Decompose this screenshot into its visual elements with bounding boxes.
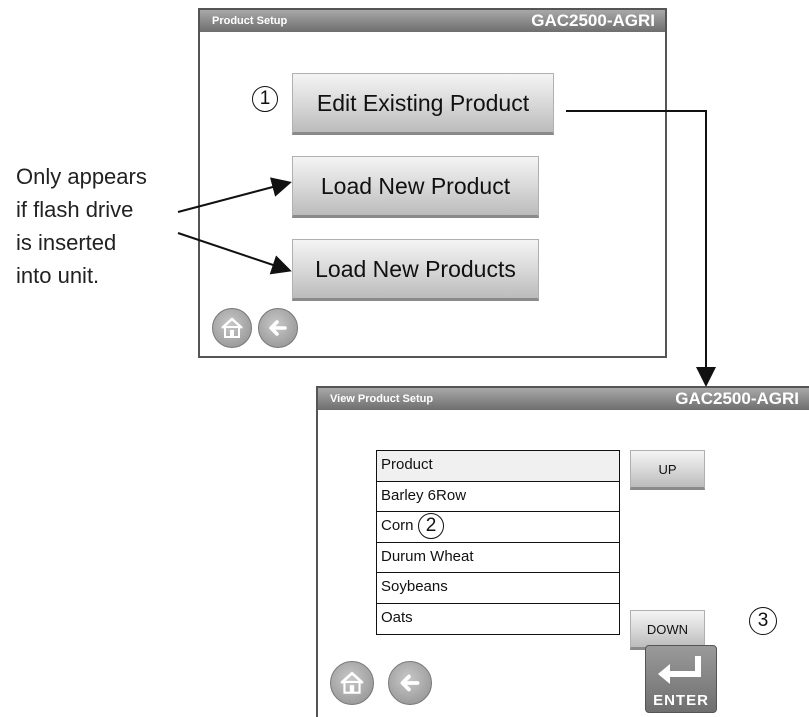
- step-1-marker: 1: [252, 86, 278, 112]
- model-name: GAC2500-AGRI: [531, 11, 655, 30]
- load-new-product-button[interactable]: Load New Product: [292, 156, 539, 218]
- model-name: GAC2500-AGRI: [675, 389, 799, 408]
- down-label: DOWN: [646, 621, 689, 637]
- flow-connector: [566, 110, 716, 387]
- back-arrow-icon: [269, 320, 287, 336]
- screen-title: View Product Setup: [330, 393, 434, 405]
- up-label: UP: [658, 461, 677, 477]
- list-item[interactable]: Soybeans: [377, 573, 619, 604]
- list-item[interactable]: Barley 6Row: [377, 482, 619, 512]
- title-bar: View Product Setup GAC2500-AGRI: [318, 388, 809, 410]
- up-button[interactable]: UP: [630, 450, 705, 490]
- home-button[interactable]: [330, 661, 374, 705]
- arrow-to-load-new-product: [177, 177, 292, 213]
- home-button[interactable]: [212, 308, 252, 348]
- home-icon: [340, 671, 364, 694]
- note-line: is inserted: [16, 230, 117, 255]
- load-new-product-label: Load New Product: [320, 172, 511, 199]
- list-item[interactable]: Corn: [377, 512, 619, 543]
- back-button[interactable]: [258, 308, 298, 348]
- list-header: Product: [377, 451, 619, 482]
- load-new-products-button[interactable]: Load New Products: [292, 239, 539, 301]
- product-list: Product Barley 6Row Corn Durum Wheat Soy…: [376, 450, 620, 635]
- enter-arrow-icon: [658, 656, 701, 684]
- back-arrow-icon: [400, 674, 420, 692]
- list-item[interactable]: Durum Wheat: [377, 543, 619, 573]
- arrow-to-load-new-products: [177, 232, 292, 275]
- home-icon: [221, 317, 243, 338]
- edit-existing-product-button[interactable]: Edit Existing Product: [292, 73, 554, 135]
- product-setup-screen: Product Setup GAC2500-AGRI Edit Existing…: [198, 8, 667, 358]
- enter-button[interactable]: ENTER: [645, 645, 717, 713]
- screen-title: Product Setup: [212, 15, 288, 27]
- step-2-marker: 2: [418, 513, 444, 539]
- note-line: Only appears: [16, 164, 147, 189]
- enter-label: ENTER: [653, 692, 709, 709]
- note-line: into unit.: [16, 263, 100, 288]
- back-button[interactable]: [388, 661, 432, 705]
- note-line: if flash drive: [16, 197, 134, 222]
- step-3-marker: 3: [749, 607, 777, 635]
- edit-existing-product-label: Edit Existing Product: [316, 89, 530, 116]
- list-item[interactable]: Oats: [381, 608, 413, 626]
- view-product-setup-screen: View Product Setup GAC2500-AGRI Product …: [316, 386, 809, 717]
- title-bar: Product Setup GAC2500-AGRI: [200, 10, 665, 32]
- load-new-products-label: Load New Products: [315, 255, 516, 282]
- flash-drive-note: Only appears if flash drive is inserted …: [16, 160, 147, 292]
